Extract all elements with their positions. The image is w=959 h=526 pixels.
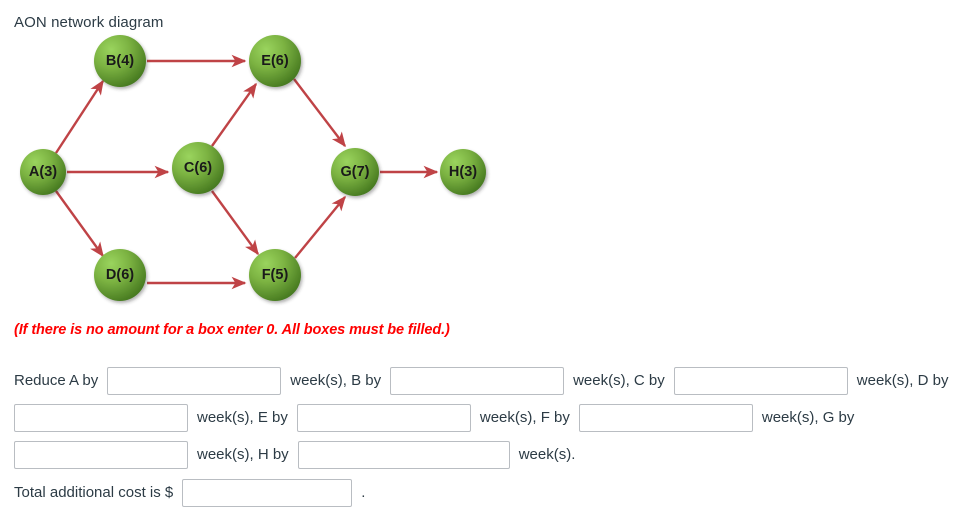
form-row-1: Reduce A by week(s), B by week(s), C by … [0, 362, 959, 399]
aon-network-diagram: A(3) B(4) C(6) D(6) E(6) F(5) [0, 30, 520, 315]
form-row-3: week(s), H by week(s). [0, 436, 959, 473]
node-group: A(3) B(4) C(6) D(6) E(6) F(5) [20, 35, 486, 301]
total-cost-input[interactable] [182, 478, 353, 507]
node-c: C(6) [172, 142, 224, 194]
edge-f-g [294, 195, 346, 259]
node-f: F(5) [249, 249, 301, 301]
edge-e-g [293, 78, 346, 148]
reduce-b-input[interactable] [390, 366, 565, 395]
week-final-label: week(s). [518, 446, 576, 463]
reduce-a-label: Reduce A by [14, 372, 99, 389]
edge-c-e [211, 82, 257, 147]
node-d: D(6) [94, 249, 146, 301]
week-d-label: week(s), D by [856, 372, 949, 389]
node-g: G(7) [331, 148, 379, 196]
week-h-label: week(s), H by [197, 446, 289, 463]
form-row-2: week(s), E by week(s), F by week(s), G b… [0, 399, 959, 436]
week-f-label: week(s), F by [479, 409, 570, 426]
reduce-f-input[interactable] [578, 403, 753, 432]
week-c-label: week(s), C by [573, 372, 665, 389]
total-cost-label: Total additional cost is $ [14, 484, 174, 501]
reduce-e-input[interactable] [296, 403, 471, 432]
week-g-label: week(s), G by [761, 409, 855, 426]
week-b-label: week(s), B by [290, 372, 382, 389]
week-e-label: week(s), E by [197, 409, 288, 426]
answer-form: Reduce A by week(s), B by week(s), C by … [0, 362, 959, 511]
node-b: B(4) [94, 35, 146, 87]
edge-c-f [211, 190, 259, 256]
reduce-h-input[interactable] [297, 440, 510, 469]
network-svg: A(3) B(4) C(6) D(6) E(6) F(5) [20, 35, 486, 301]
edge-a-b [54, 79, 105, 154]
reduce-g-input[interactable] [14, 440, 188, 469]
page-title: AON network diagram [14, 14, 164, 31]
edge-group [54, 54, 439, 290]
reduce-d-input[interactable] [14, 403, 188, 432]
reduce-c-input[interactable] [673, 366, 848, 395]
reduce-a-input[interactable] [107, 366, 282, 395]
form-row-total-cost: Total additional cost is $ . [0, 474, 959, 511]
node-h: H(3) [440, 149, 486, 195]
total-cost-period: . [361, 484, 366, 501]
edge-a-d [55, 190, 104, 258]
node-e: E(6) [249, 35, 301, 87]
fill-all-boxes-notice: (If there is no amount for a box enter 0… [14, 322, 450, 338]
node-a: A(3) [20, 149, 66, 195]
